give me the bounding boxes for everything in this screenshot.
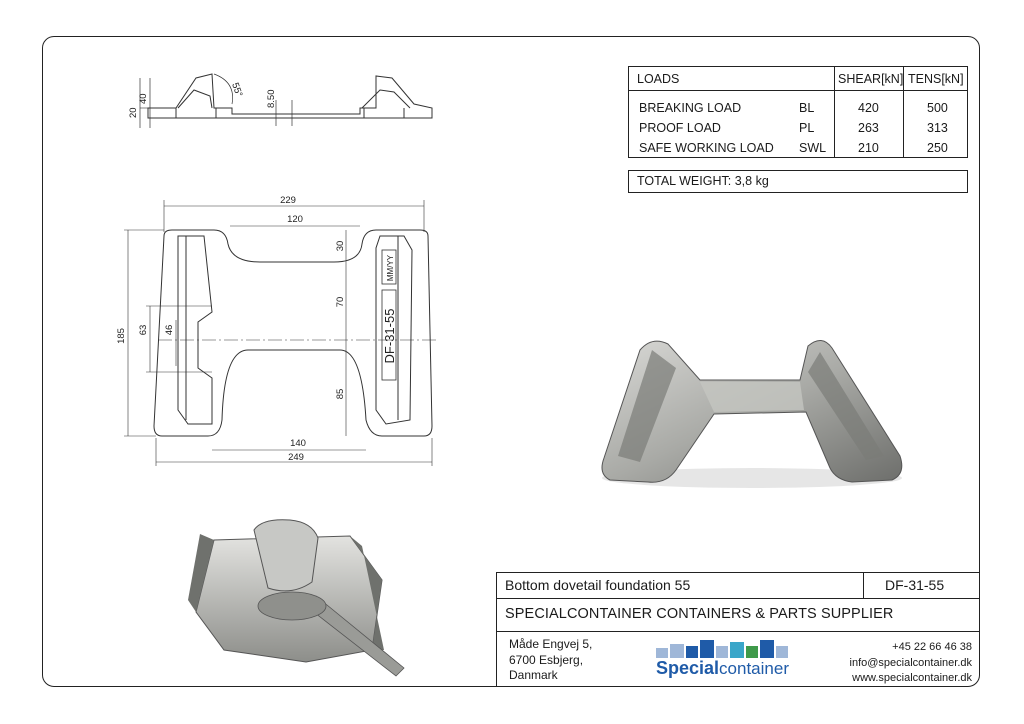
row-pl-shear: 263 xyxy=(858,121,879,135)
dim-side-thickness: 8.50 xyxy=(266,90,277,109)
dim-top-85: 85 xyxy=(335,389,346,400)
row-swl-abbr: SWL xyxy=(799,141,827,155)
row-pl-abbr: PL xyxy=(799,121,815,135)
drawing-title: Bottom dovetail foundation 55 xyxy=(505,577,691,593)
drawing-code: DF-31-55 xyxy=(885,577,945,593)
company-website: www.specialcontainer.dk xyxy=(852,672,972,684)
dim-side-20: 20 xyxy=(128,107,139,118)
top-view xyxy=(124,200,436,466)
row-bl-shear: 420 xyxy=(858,101,879,115)
stamp-date: MM/YY xyxy=(386,254,395,281)
company-address: Måde Engvej 5, 6700 Esbjerg, Danmark xyxy=(509,637,593,682)
total-weight-label: TOTAL WEIGHT: xyxy=(637,174,732,188)
total-weight: TOTAL WEIGHT: 3,8 kg xyxy=(628,170,968,193)
product-photo-foundation xyxy=(601,340,903,488)
row-pl-tens: 313 xyxy=(927,121,948,135)
company-contact: +45 22 66 46 38 info@specialcontainer.dk… xyxy=(850,640,972,687)
row-bl-abbr: BL xyxy=(799,101,815,115)
row-swl-shear: 210 xyxy=(858,141,879,155)
logo-text: Specialcontainer xyxy=(656,658,789,678)
dim-side-40: 40 xyxy=(138,93,149,104)
dim-top-140: 140 xyxy=(290,438,306,449)
side-view xyxy=(139,73,433,128)
dim-top-63: 63 xyxy=(138,325,149,336)
logo-bars-icon xyxy=(656,640,788,658)
company-phone: +45 22 66 46 38 xyxy=(892,641,972,653)
dim-top-30: 30 xyxy=(335,241,346,252)
drawing-sheet xyxy=(42,36,980,687)
dim-top-185: 185 xyxy=(116,328,127,344)
loads-table-header xyxy=(629,67,967,91)
row-bl-name: BREAKING LOAD xyxy=(639,101,742,115)
specialcontainer-logo: Specialcontainer xyxy=(656,636,796,682)
dim-top-249: 249 xyxy=(288,452,304,463)
dim-top-70: 70 xyxy=(335,297,346,308)
row-swl-tens: 250 xyxy=(927,141,948,155)
company-name: SPECIALCONTAINER CONTAINERS & PARTS SUPP… xyxy=(505,606,894,622)
dim-side-angle: 55° xyxy=(229,81,244,98)
dim-top-229: 229 xyxy=(280,195,296,206)
dim-top-120: 120 xyxy=(287,214,303,225)
row-pl-name: PROOF LOAD xyxy=(639,121,721,135)
company-email: info@specialcontainer.dk xyxy=(849,656,972,669)
loads-table: LOADS SHEAR[kN] TENS[kN] BREAKING LOAD B… xyxy=(628,66,968,158)
loads-header-shear: SHEAR[kN] xyxy=(838,72,904,86)
product-photo-lock xyxy=(188,519,405,677)
dim-top-46: 46 xyxy=(164,325,175,336)
row-bl-tens: 500 xyxy=(927,101,948,115)
row-swl-name: SAFE WORKING LOAD xyxy=(639,141,774,155)
loads-header-tens: TENS[kN] xyxy=(908,72,964,86)
loads-header-label: LOADS xyxy=(637,72,680,86)
total-weight-value: 3,8 kg xyxy=(734,174,769,188)
title-block: Bottom dovetail foundation 55 DF-31-55 S… xyxy=(496,572,980,687)
stamp-code: DF-31-55 xyxy=(382,309,397,364)
